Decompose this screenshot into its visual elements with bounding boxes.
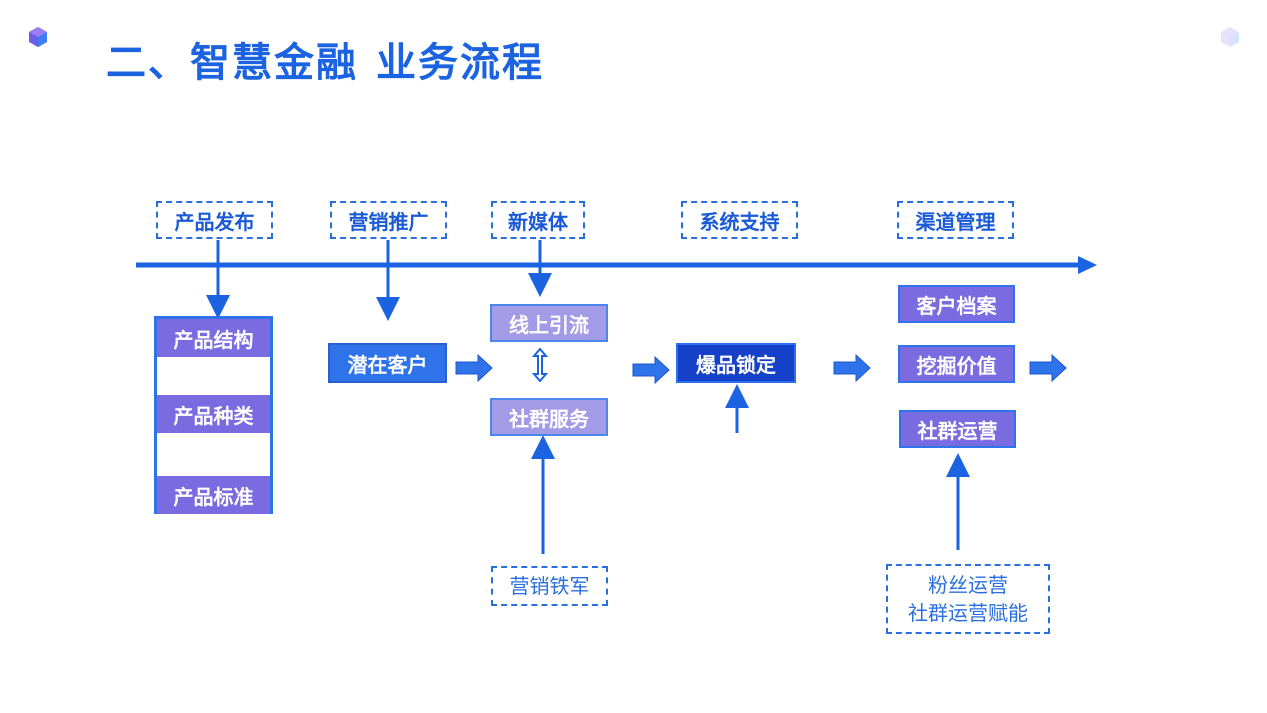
phase-new-media: 新媒体 — [491, 201, 585, 239]
customer-profile-box: 客户档案 — [898, 285, 1015, 323]
community-service-box: 社群服务 — [490, 398, 608, 436]
phase-system-support: 系统支持 — [681, 201, 798, 239]
fan-operation-box: 粉丝运营 社群运营赋能 — [886, 564, 1050, 634]
title-sub: 业务流程 — [376, 40, 544, 86]
phase-marketing-promotion: 营销推广 — [330, 201, 447, 239]
community-operation-box: 社群运营 — [899, 410, 1016, 448]
potential-customer-box: 潜在客户 — [328, 343, 447, 383]
value-mining-box: 挖掘价值 — [898, 345, 1015, 383]
online-traffic-box: 线上引流 — [490, 304, 608, 342]
fan-operation-line2: 社群运营赋能 — [908, 601, 1028, 625]
hot-product-lock-box: 爆品锁定 — [676, 343, 796, 383]
product-standard-box: 产品标准 — [157, 476, 270, 514]
phase-product-release: 产品发布 — [156, 201, 273, 239]
product-structure-box: 产品结构 — [157, 319, 270, 357]
hexagon-logo-icon — [29, 27, 47, 47]
product-stack: 产品结构 产品种类 产品标准 — [154, 316, 273, 514]
marketing-army-box: 营销铁军 — [491, 566, 608, 606]
fan-operation-line1: 粉丝运营 — [928, 573, 1008, 597]
page-title: 二、智慧金融业务流程 — [106, 30, 544, 88]
phase-channel-management: 渠道管理 — [897, 201, 1014, 239]
hexagon-decor-icon — [1221, 27, 1239, 47]
product-category-box: 产品种类 — [157, 395, 270, 433]
title-main: 二、智慧金融 — [106, 40, 358, 86]
